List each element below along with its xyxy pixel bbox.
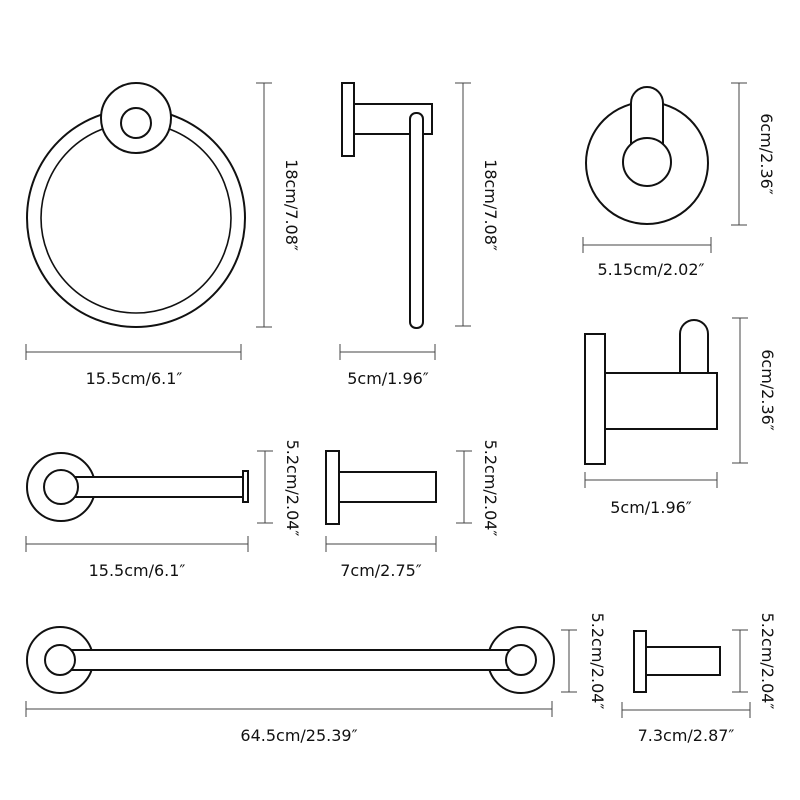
hand-towel-bar-height-dimension	[455, 82, 471, 327]
robe-hook-front-height-label: 6cm/2.36″	[757, 113, 776, 195]
towel-bar-drawing	[26, 626, 555, 694]
robe-hook-side-height-dimension	[732, 317, 748, 464]
robe-hook-front-height-dimension	[731, 82, 747, 226]
robe-hook-side-height-label: 6cm/2.36″	[758, 349, 777, 431]
towel-ring-width-label: 15.5cm/6.1″	[85, 369, 183, 388]
hand-towel-bar-height-label: 18cm/7.08″	[481, 159, 500, 251]
paper-holder-side-depth-label: 7cm/2.75″	[340, 561, 422, 580]
robe-hook-side-depth-label: 5cm/1.96″	[610, 498, 692, 517]
robe-hook-front-drawing	[585, 86, 709, 225]
hand-towel-bar-depth-label: 5cm/1.96″	[347, 369, 429, 388]
paper-holder-side-height-dimension	[456, 450, 472, 524]
robe-hook-side-depth-dimension	[584, 472, 718, 488]
towel-bar-side-drawing	[633, 630, 721, 693]
towel-bar-side-height-label: 5.2cm/2.04″	[758, 612, 777, 710]
towel-ring-drawing	[26, 82, 246, 328]
towel-bar-side-depth-label: 7.3cm/2.87″	[637, 726, 735, 745]
towel-ring-height-dimension	[256, 82, 272, 328]
towel-bar-side-height-dimension	[732, 629, 748, 693]
towel-bar-width-label: 64.5cm/25.39″	[240, 726, 358, 745]
paper-holder-height-label: 5.2cm/2.04″	[283, 439, 302, 537]
towel-bar-height-dimension	[561, 629, 577, 693]
towel-ring-width-dimension	[25, 344, 242, 360]
paper-holder-width-label: 15.5cm/6.1″	[88, 561, 186, 580]
paper-holder-side-height-label: 5.2cm/2.04″	[481, 439, 500, 537]
hand-towel-bar-drawing	[341, 82, 433, 329]
towel-bar-width-dimension	[25, 701, 553, 717]
towel-bar-side-depth-dimension	[621, 702, 751, 718]
paper-holder-height-dimension	[257, 450, 273, 524]
paper-holder-side-depth-dimension	[325, 536, 437, 552]
towel-ring-height-label: 18cm/7.08″	[282, 159, 301, 251]
paper-holder-side-drawing	[325, 450, 437, 525]
paper-holder-drawing	[26, 452, 249, 522]
hand-towel-bar-depth-dimension	[339, 344, 436, 360]
paper-holder-width-dimension	[25, 536, 249, 552]
robe-hook-side-drawing	[584, 319, 718, 465]
robe-hook-front-width-label: 5.15cm/2.02″	[597, 260, 705, 279]
towel-bar-height-label: 5.2cm/2.04″	[588, 612, 607, 710]
robe-hook-front-width-dimension	[582, 237, 712, 253]
